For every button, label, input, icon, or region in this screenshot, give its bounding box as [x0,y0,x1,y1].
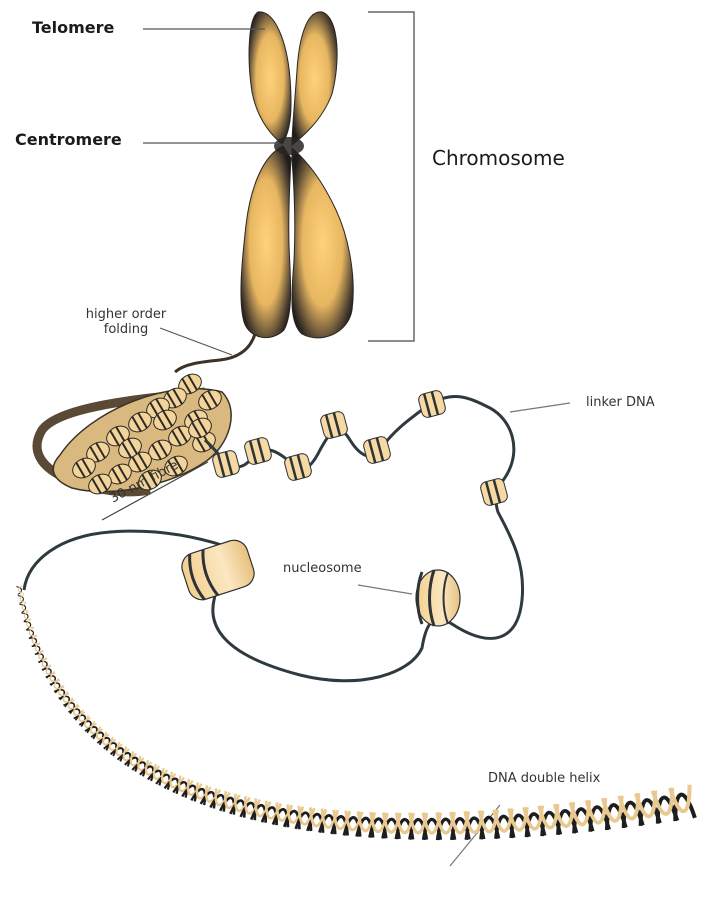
linker-nucleosome [417,389,446,418]
higher-order-folding-label: higher order folding [66,308,186,338]
chromatid-left-arm-lower [241,146,291,338]
chromatid-right-arm-upper [292,12,337,145]
linker-nucleosome [283,452,312,481]
nucleosome-leader-line [358,585,412,594]
linker-dna-leader-line [510,403,570,412]
nucleosome-label: nucleosome [283,562,362,577]
higher-order-folding-strand [175,334,255,372]
helix-turn [20,603,29,613]
linker-nucleosomes [211,389,508,506]
higher-order-folding-label-line-1: higher order [66,308,186,323]
higher-order-folding-label-line-2: folding [66,323,186,338]
dna-double-helix-label: DNA double helix [488,772,600,787]
chromatid-left-arm-upper [249,12,291,144]
large-nucleosome-left [178,537,258,604]
helix-turn [18,594,26,603]
linker-dna-label: linker DNA [586,396,655,411]
centromere-constriction [274,137,304,155]
dna-double-helix [16,586,695,841]
dna-helix-leader-line [450,805,500,866]
linker-nucleosome [479,477,508,506]
chromosome-bracket [368,12,414,341]
chromosome-label: Chromosome [432,147,565,170]
centromere-label: Centromere [15,131,122,149]
helix-turn [16,586,23,595]
chromatid-right-arm-lower [292,148,353,338]
helix-turn [32,643,44,655]
linker-nucleosome [319,410,348,439]
telomere-label: Telomere [32,19,114,37]
chromosome [241,12,353,338]
large-nucleosome-right [416,570,460,626]
